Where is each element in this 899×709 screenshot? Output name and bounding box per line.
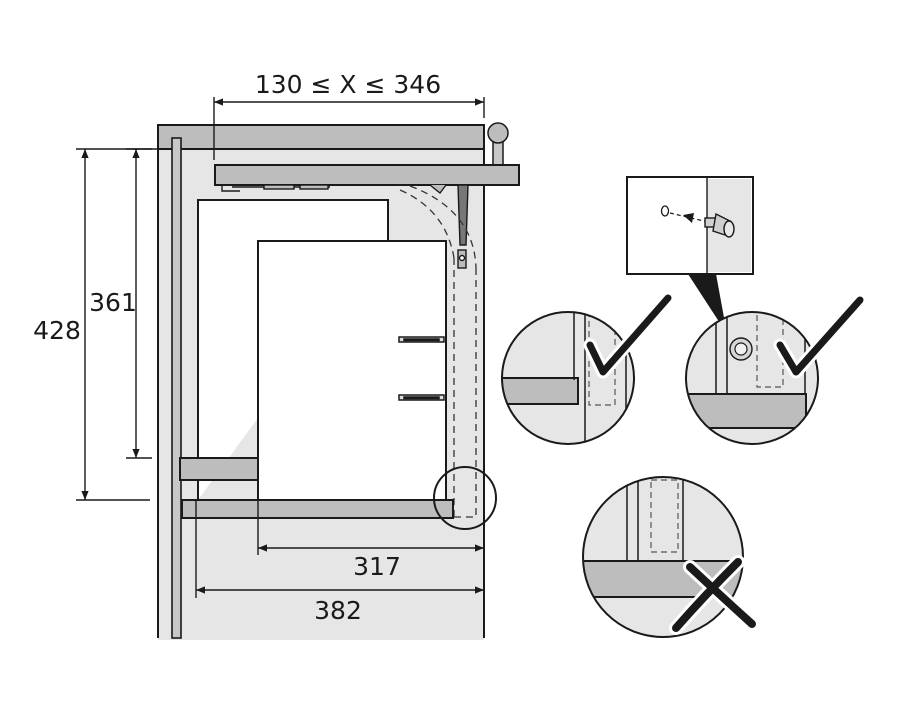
- dimension-lines: [76, 97, 485, 598]
- x-mark-icon: [669, 555, 759, 635]
- top-rail: [214, 164, 520, 186]
- door-handles: [398, 336, 445, 401]
- dim-height-inner: 361: [89, 288, 137, 317]
- door-panel: [257, 240, 447, 501]
- vertical-post: [171, 137, 182, 639]
- detail-callout-circle: [433, 466, 497, 530]
- small-shelf: [179, 457, 259, 481]
- detail-incorrect: [582, 476, 759, 638]
- dim-top-range: 130 ≤ X ≤ 346: [255, 70, 441, 99]
- dim-height-outer: 428: [33, 316, 81, 345]
- dashed-guide: [399, 185, 477, 518]
- mounting-knob: [487, 122, 509, 144]
- rail-hardware: [221, 184, 469, 269]
- bottom-shelf: [181, 499, 454, 519]
- screw-head-icon: [729, 337, 753, 361]
- screw-icon: [704, 212, 735, 238]
- detail-correct-left: [501, 291, 675, 445]
- dimension-labels: 130 ≤ X ≤ 346 428 361 317 382: [33, 70, 441, 625]
- dim-depth-outer: 382: [314, 596, 362, 625]
- screw-detail-inset: [626, 176, 754, 334]
- detail-correct-right: [685, 293, 867, 445]
- top-board: [157, 124, 485, 150]
- dim-depth-inner: 317: [353, 552, 401, 581]
- cabinet-side-view: [157, 122, 520, 640]
